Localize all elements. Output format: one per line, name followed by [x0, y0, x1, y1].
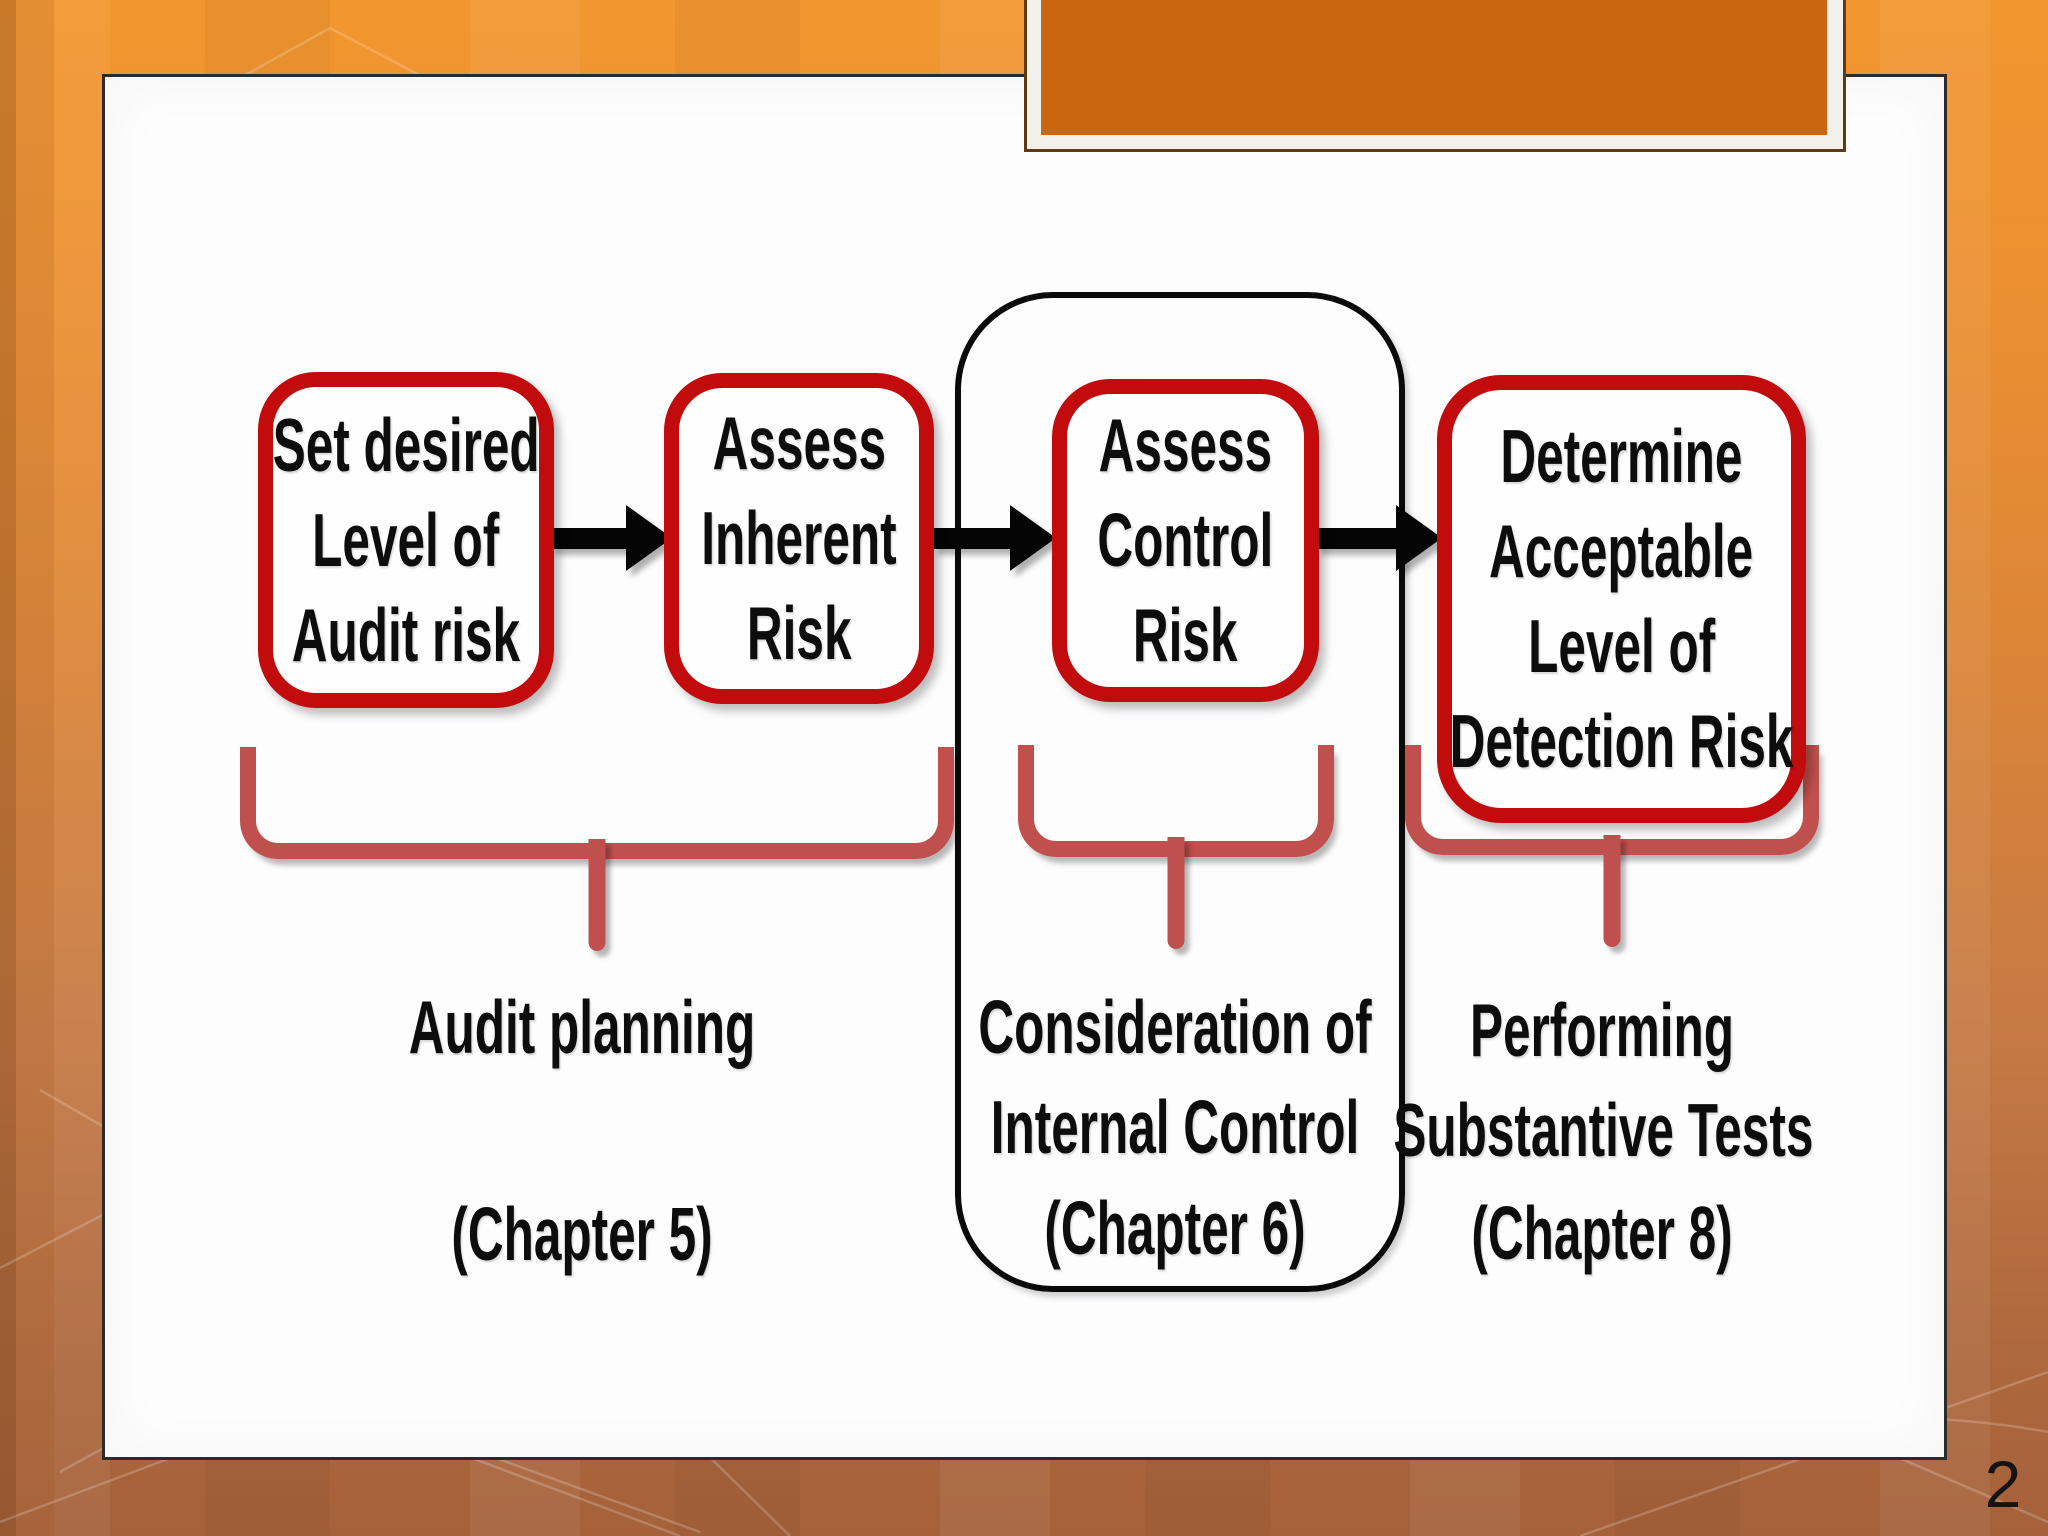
flow-arrow-1	[550, 505, 672, 571]
flow-arrow-2	[933, 505, 1056, 571]
flow-box-determine-detection-risk: Determine Acceptable Level of Detection …	[1437, 375, 1806, 823]
flow-box-line: Risk	[746, 591, 852, 675]
flow-box-set-desired-audit-risk: Set desired Level of Audit risk	[258, 372, 554, 708]
flow-box-line: Assess	[1098, 403, 1273, 487]
internal-control-group-outline	[955, 292, 1405, 1292]
brace-internal-control	[1018, 745, 1334, 949]
label-audit-planning: Audit planning	[408, 985, 756, 1069]
brace-tick	[588, 839, 606, 951]
label-substantive-tests: Substantive Tests	[1393, 1088, 1814, 1172]
brace-tick	[1603, 835, 1621, 947]
flow-box-line: Control	[1097, 498, 1274, 582]
flow-box-line: Inherent	[701, 496, 897, 580]
flow-box-line: Acceptable	[1489, 509, 1754, 593]
brace-audit-planning	[240, 747, 954, 951]
arrow-shaft	[1316, 527, 1396, 549]
flow-box-line: Risk	[1133, 593, 1238, 677]
arrow-shaft	[550, 527, 626, 549]
arrow-head-icon	[1010, 505, 1056, 571]
flow-box-line: Determine	[1500, 414, 1743, 498]
arrow-shaft	[933, 527, 1010, 549]
flow-box-line: Audit risk	[291, 592, 521, 677]
brace-tick	[1167, 837, 1185, 949]
flow-box-assess-inherent-risk: Assess Inherent Risk	[664, 373, 934, 704]
flow-box-line: Set desired	[272, 402, 540, 487]
label-performing: Performing	[1469, 988, 1735, 1072]
flow-box-assess-control-risk: Assess Control Risk	[1052, 379, 1319, 702]
flow-box-line: Assess	[712, 401, 886, 485]
flow-arrow-3	[1316, 505, 1442, 571]
flow-box-line: Level of	[312, 497, 500, 582]
title-placeholder	[1041, 0, 1827, 135]
label-internal-control: Internal Control	[990, 1085, 1360, 1169]
label-audit-planning-chapter: (Chapter 5)	[451, 1192, 713, 1276]
label-consideration-of: Consideration of	[978, 985, 1372, 1069]
flow-box-line: Detection Risk	[1449, 699, 1794, 783]
title-placeholder-frame	[1024, 0, 1846, 152]
brace-substantive-tests	[1405, 745, 1819, 947]
flow-box-line: Level of	[1527, 604, 1716, 688]
label-internal-control-chapter: (Chapter 6)	[1044, 1186, 1306, 1270]
label-substantive-tests-chapter: (Chapter 8)	[1471, 1191, 1733, 1275]
page-number: 2	[1984, 1447, 2022, 1521]
arrow-head-icon	[1396, 505, 1442, 571]
